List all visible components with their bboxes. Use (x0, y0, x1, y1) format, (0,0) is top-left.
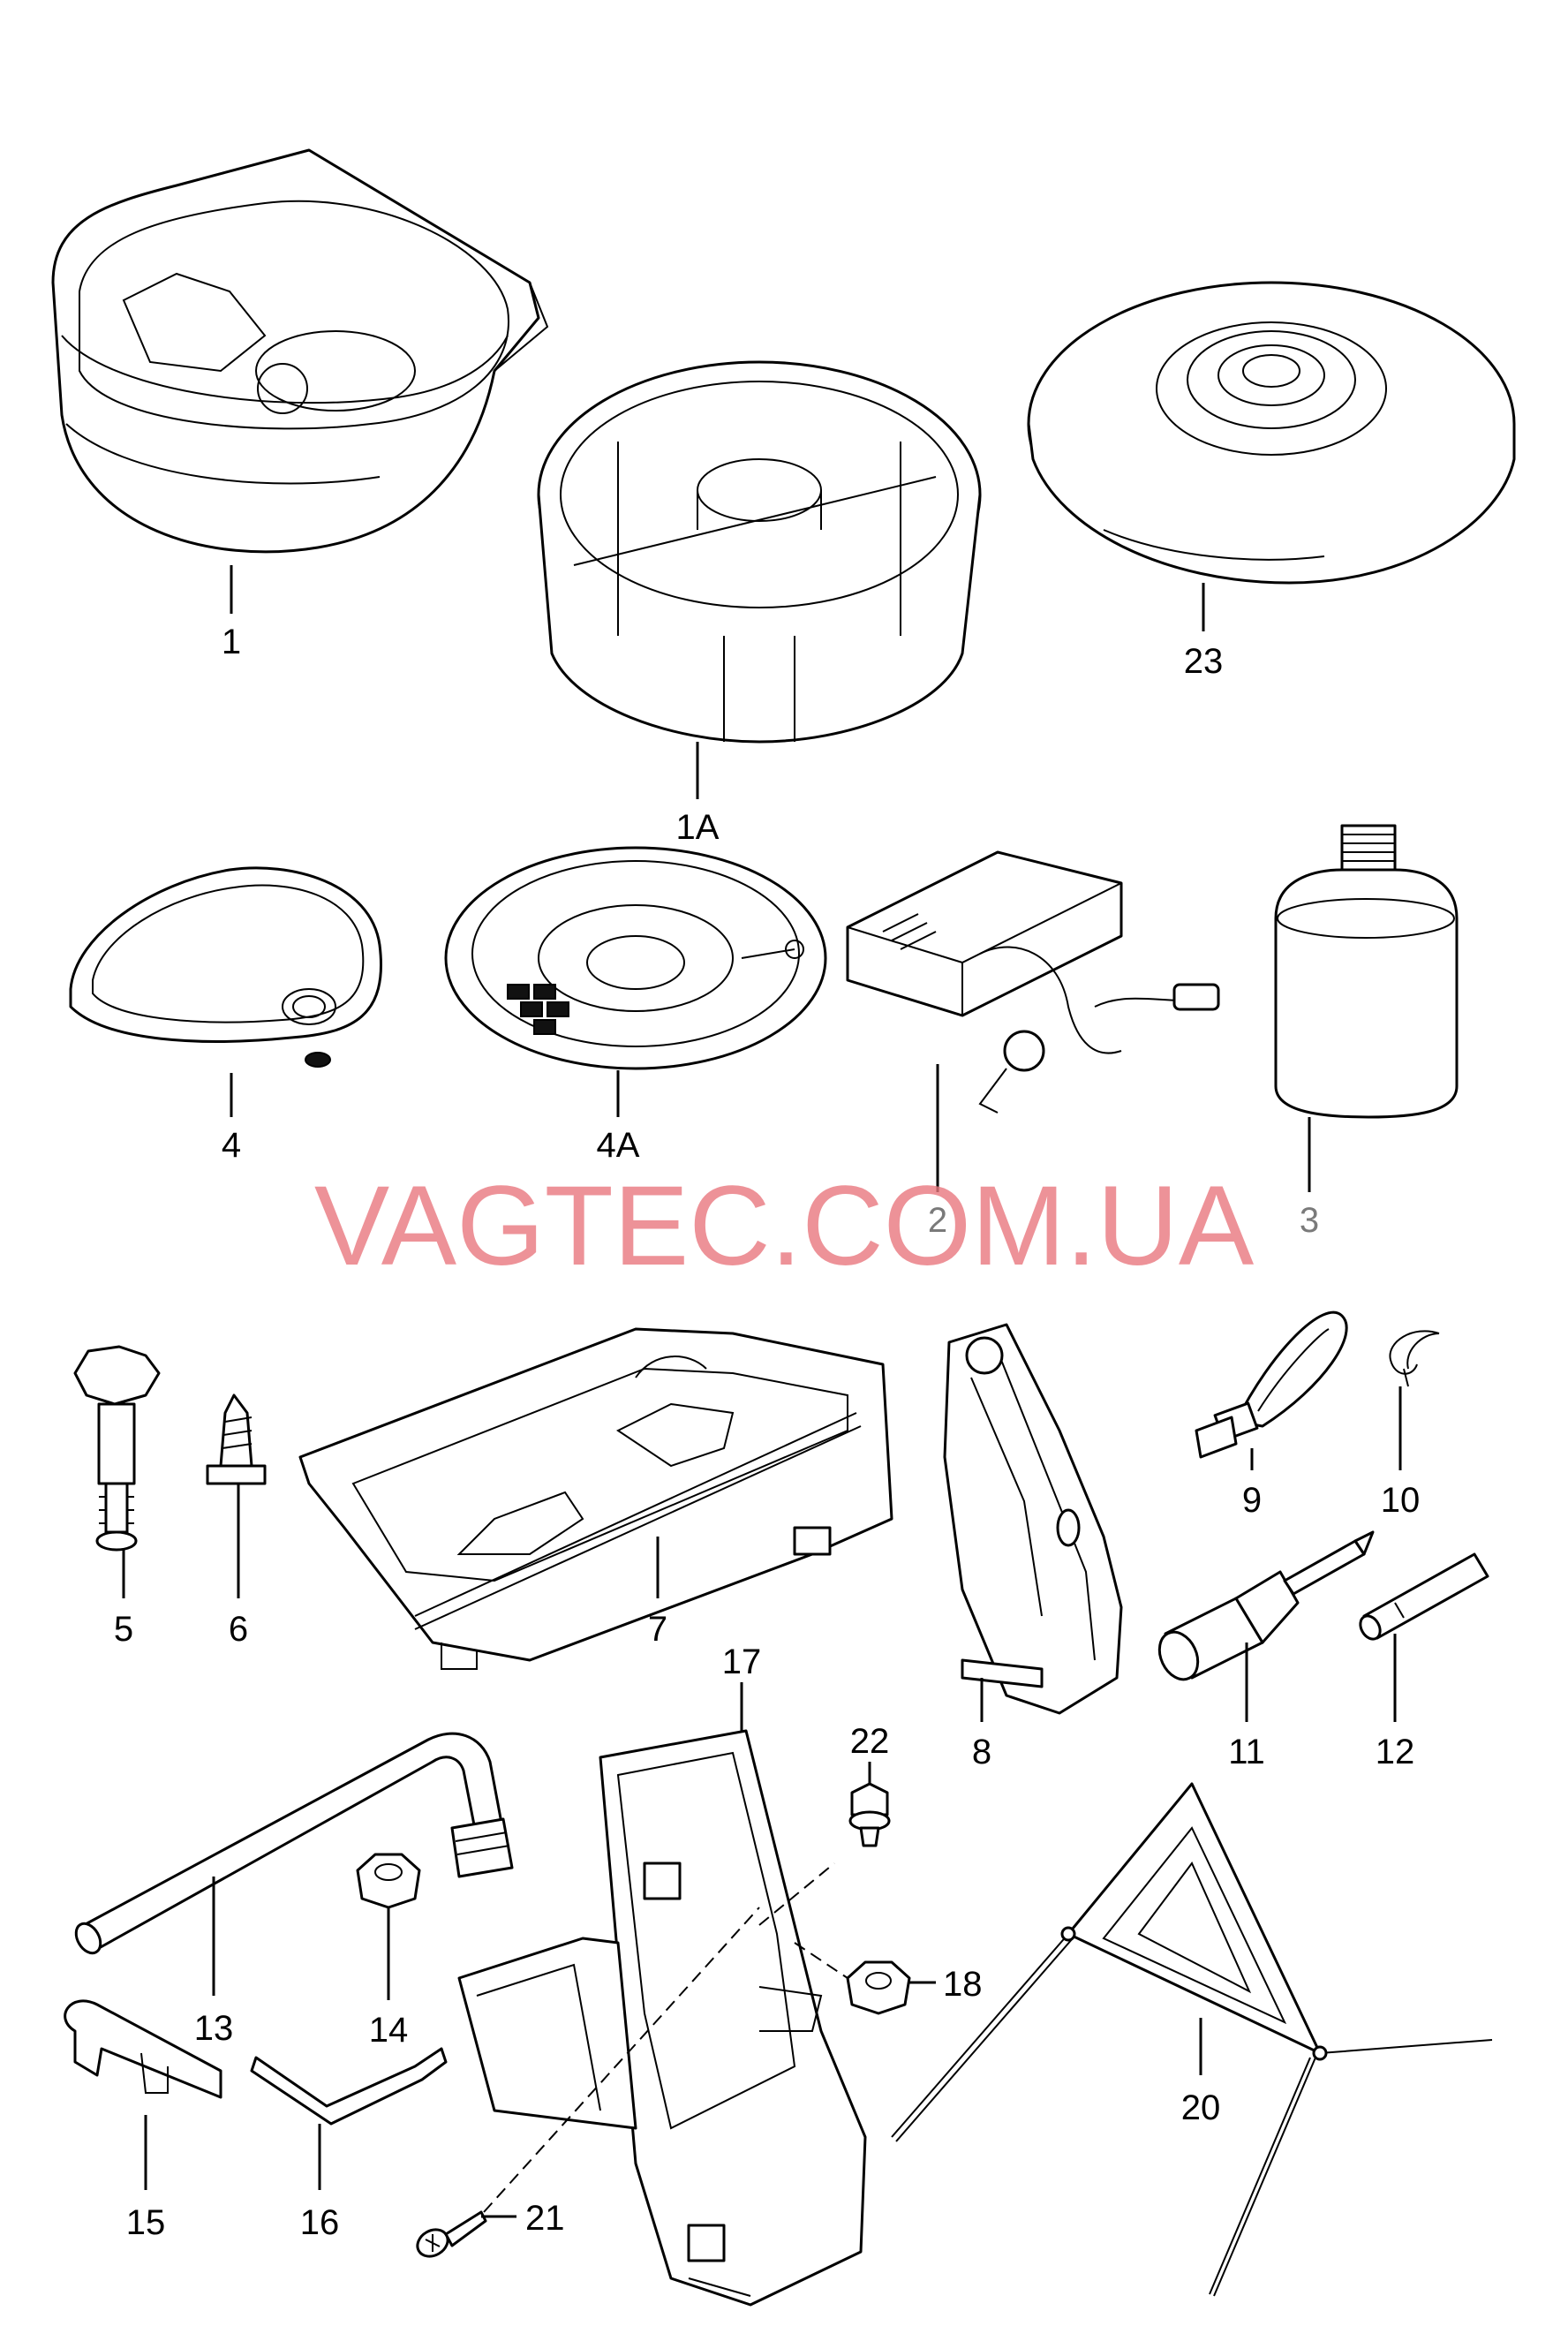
label-1a: 1A (676, 808, 720, 847)
leader-18-dash (794, 1942, 848, 1979)
leader-21-dash (483, 1907, 760, 2213)
part-1-wheel-well-insert (51, 148, 549, 554)
label-4: 4 (222, 1126, 241, 1165)
label-23: 23 (1184, 642, 1224, 681)
part-3-sealant-bottle (1274, 824, 1459, 1119)
part-11-screwdriver (1157, 1530, 1375, 1681)
label-2: 2 (928, 1201, 947, 1240)
label-1: 1 (222, 623, 241, 661)
label-16: 16 (300, 2203, 340, 2242)
part-20-warning-triangle (891, 1782, 1493, 2297)
part-6-clip (206, 1393, 267, 1485)
label-10: 10 (1381, 1481, 1421, 1520)
label-13: 13 (194, 2009, 234, 2048)
label-9: 9 (1242, 1481, 1262, 1520)
label-15: 15 (126, 2203, 166, 2242)
part-5-wheel-bolt (73, 1345, 161, 1552)
part-1a-foam-insert (537, 360, 982, 744)
part-4-cover-frame (69, 866, 382, 1068)
part-22-push-clip (848, 1782, 891, 1847)
label-4a: 4A (597, 1126, 640, 1165)
label-11: 11 (1228, 1733, 1265, 1771)
part-8-jack (943, 1323, 1123, 1715)
label-17: 17 (722, 1643, 762, 1681)
part-14-hex-nut (356, 1853, 421, 1909)
part-23-wheel-cover (1027, 281, 1516, 585)
part-7-tool-tray (298, 1327, 893, 1670)
label-3: 3 (1300, 1201, 1319, 1240)
label-14: 14 (369, 2011, 409, 2050)
label-5: 5 (114, 1610, 133, 1649)
label-20: 20 (1181, 2088, 1221, 2127)
part-15-holder (64, 1999, 222, 2099)
part-2-compressor (846, 850, 1220, 1114)
part-4a-cover-disc (444, 846, 827, 1070)
label-21: 21 (525, 2199, 565, 2238)
label-8: 8 (972, 1733, 991, 1771)
part-10-spring-clip (1389, 1330, 1440, 1387)
part-18-flange-nut (846, 1960, 911, 2015)
label-22: 22 (850, 1722, 890, 1761)
part-13-wheel-wrench (74, 1732, 514, 1955)
part-16-bent-rod (250, 2047, 448, 2126)
part-9-towing-eye (1195, 1310, 1348, 1459)
watermark: VAGTEC.COM.UA (314, 1163, 1255, 1289)
label-6: 6 (229, 1610, 248, 1649)
label-7: 7 (648, 1610, 667, 1649)
part-21-screw (416, 2210, 487, 2258)
label-12: 12 (1376, 1733, 1415, 1771)
leader-17-dash (758, 1862, 835, 1926)
part-17-tool-holder (457, 1729, 867, 2307)
part-12-bit (1359, 1552, 1489, 1641)
label-18: 18 (943, 1965, 983, 2004)
